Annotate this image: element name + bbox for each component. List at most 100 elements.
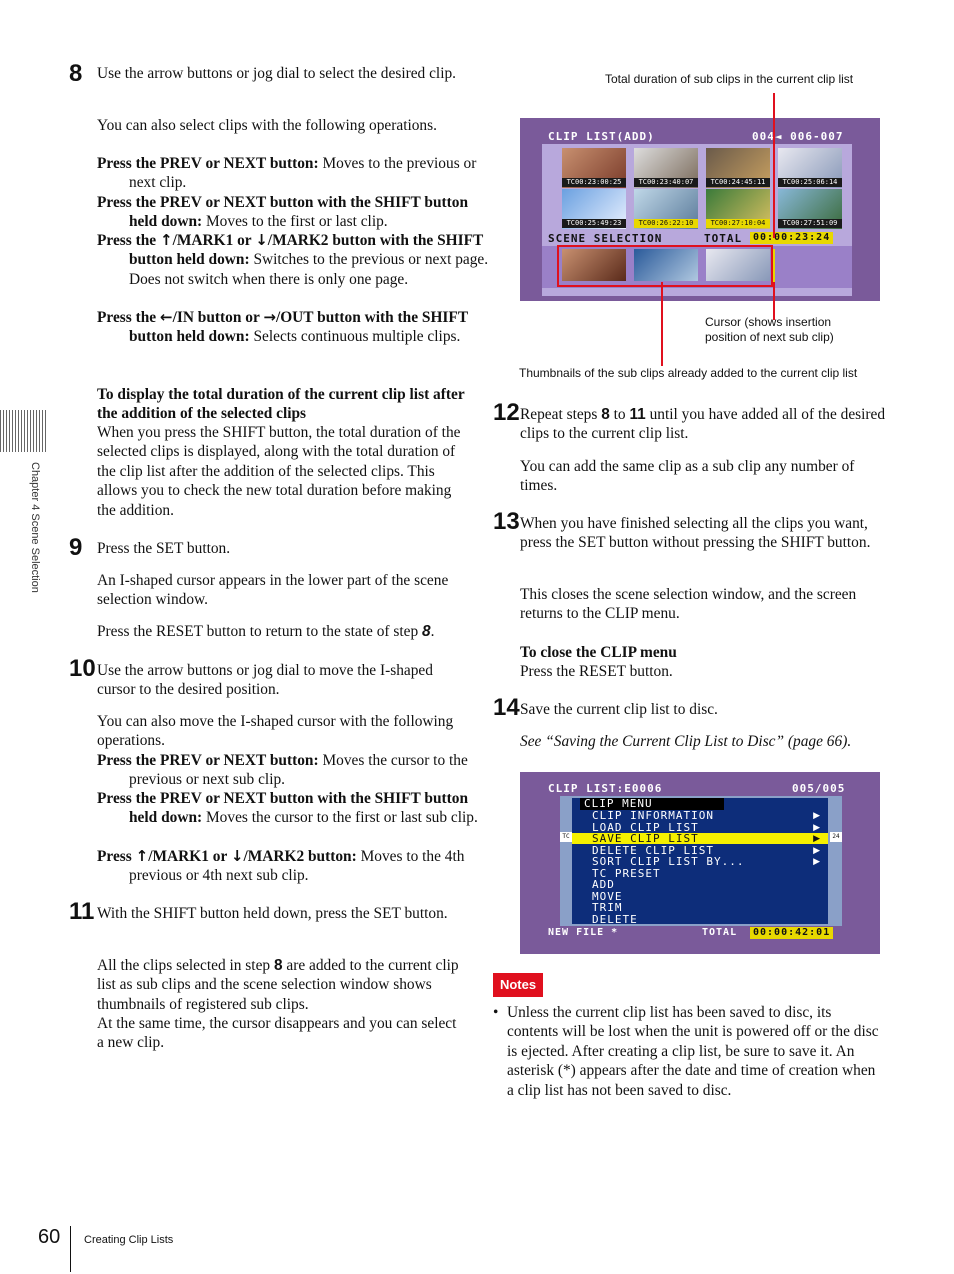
close-clip-menu-text: Press the RESET button. [520,663,673,680]
step-14-see-reference: See “Saving the Current Clip List to Dis… [520,733,852,750]
total-label: TOTAL [704,232,743,245]
i-shaped-cursor [772,249,775,283]
menu-item-label: TRIM [592,901,623,914]
down-arrow-icon: ↓ [255,231,268,249]
menu-item[interactable]: MOVE [572,891,828,902]
menu-item[interactable]: CLIP INFORMATION ▶ [572,810,828,821]
step-8-text: Use the arrow buttons or jog dial to sel… [97,65,457,82]
menu-item-label: SORT CLIP LIST BY... [592,855,745,868]
step-number-14: 14 [493,694,520,721]
step-11-p1: All the clips selected in step 8 are add… [97,957,459,1013]
notes-badge: Notes [493,973,543,997]
down-arrow-icon: ↓ [230,847,244,865]
submenu-arrow-icon: ▶ [813,833,820,843]
clip-menu: CLIP MENU CLIP INFORMATION▶LOAD CLIP LIS… [572,798,828,925]
screen-title: CLIP LIST(ADD) [548,130,655,143]
total-label: TOTAL [702,927,738,938]
step-8-op-2: Press the PREV or NEXT button with the S… [97,194,469,231]
clip-timecode: TC00:24:45:11 [706,178,770,187]
side-tc-label: TC [560,832,572,842]
chapter-tab-stripes [0,410,48,452]
menu-item-label: DELETE CLIP LIST [592,843,714,857]
caption-subclip-thumbnails: Thumbnails of the sub clips already adde… [519,366,858,380]
clip-timecode: TC00:23:00:25 [562,178,626,187]
menu-item-label: LOAD CLIP LIST [592,820,699,834]
step-9-p2: Press the RESET button to return to the … [97,623,435,640]
scene-selection-label: SCENE SELECTION [548,232,663,245]
clip-timecode: TC00:23:40:07 [634,178,698,187]
clip-timecode: TC00:25:06:14 [778,178,842,187]
note-item: •Unless the current clip list has been s… [493,1004,879,1099]
submenu-arrow-icon: ▶ [813,821,820,832]
step-9-text: Press the SET button. [97,540,231,557]
clip-timecode: TC00:25:49:23 [562,219,626,228]
clip-timecode: TC00:27:51:09 [778,219,842,228]
left-arrow-icon: ← [159,308,173,326]
step-number-9: 9 [69,534,83,561]
step-10-text: Use the arrow buttons or jog dial to mov… [97,662,433,699]
sub-clip-thumbnail[interactable] [634,249,698,281]
side-24-label: 24 [830,832,842,842]
total-duration-text: When you press the SHIFT button, the tot… [97,424,461,519]
menu-item[interactable]: DELETE [572,914,828,925]
menu-item[interactable]: TC PRESET [572,868,828,879]
clip-timecode-selected: TC00:27:10:04 [706,219,770,228]
submenu-arrow-icon: ▶ [813,844,820,855]
close-clip-menu-heading: To close the CLIP menu [520,644,677,661]
menu-item[interactable]: DELETE CLIP LIST ▶ [572,845,828,856]
new-file-label: NEW FILE * [548,927,619,938]
clip-list-add-screen: CLIP LIST(ADD) 004◄ 006-007 TC00:23:00:2… [520,118,880,301]
bullet-icon: • [493,1004,499,1021]
clip-timecode-selected: TC00:26:22:10 [634,219,698,228]
menu-item-label: CLIP INFORMATION [592,809,714,822]
menu-item[interactable]: LOAD CLIP LIST ▶ [572,822,828,833]
step-11-p2: At the same time, the cursor disappears … [97,1015,457,1052]
step-10-intro: You can also move the I-shaped cursor wi… [97,713,454,750]
footer-section-title: Creating Clip Lists [84,1234,174,1246]
step-number-8: 8 [69,60,83,87]
sub-clip-thumbnail[interactable] [706,249,770,281]
screen-counter: 004◄ 006-007 [752,130,844,143]
total-duration-value: 00:00:23:24 [750,232,834,244]
chapter-label: Chapter 4 Scene Selection [29,462,41,593]
step-number-12: 12 [493,399,520,426]
menu-item-label: MOVE [592,889,623,903]
step-13-text: When you have finished selecting all the… [520,515,871,552]
step-10-op-1: Press the PREV or NEXT button: Moves the… [97,752,468,789]
submenu-arrow-icon: ▶ [813,856,820,866]
caption-total-duration: Total duration of sub clips in the curre… [605,72,854,86]
menu-item[interactable]: ADD [572,879,828,890]
menu-item-label: SAVE CLIP LIST [592,832,699,845]
step-number-11: 11 [69,898,95,925]
step-8-intro: You can also select clips with the follo… [97,117,437,134]
total-duration-heading: To display the total duration of the cur… [97,386,465,423]
total-duration-value: 00:00:42:01 [750,927,834,939]
menu-item-label: ADD [592,878,615,891]
step-13-p1: This closes the scene selection window, … [520,586,857,623]
sub-clip-thumbnail[interactable] [562,249,626,281]
clip-menu-title: CLIP MENU [580,798,724,810]
step-8-op-3: Press the ↑/MARK1 or ↓/MARK2 button with… [97,231,489,288]
step-number-13: 13 [493,508,520,535]
right-arrow-icon: → [263,308,276,326]
submenu-arrow-icon: ▶ [813,810,820,820]
step-8-op-1: Press the PREV or NEXT button: Moves to … [97,155,477,192]
menu-item[interactable]: TRIM [572,902,828,913]
step-11-text: With the SHIFT button held down, press t… [97,905,448,922]
added-subclips-highlight [557,245,773,287]
menu-item[interactable]: SAVE CLIP LIST ▶ [572,833,828,844]
callout-line-total [773,93,775,238]
step-9-p1: An I-shaped cursor appears in the lower … [97,572,449,609]
step-12-text: Repeat steps 8 to 11 until you have adde… [520,406,886,443]
menu-item[interactable]: SORT CLIP LIST BY... ▶ [572,856,828,867]
step-number-10: 10 [69,655,96,682]
step-12-p1: You can add the same clip as a sub clip … [520,458,855,495]
footer-divider [70,1226,71,1272]
step-10-op-2: Press the PREV or NEXT button with the S… [97,790,478,827]
up-arrow-icon: ↑ [159,231,173,249]
menu-item-label: DELETE [592,912,638,926]
screen-counter: 005/005 [792,782,846,795]
callout-line-thumbnails [661,282,663,366]
callout-line-cursor [773,282,775,320]
up-arrow-icon: ↑ [135,847,149,865]
